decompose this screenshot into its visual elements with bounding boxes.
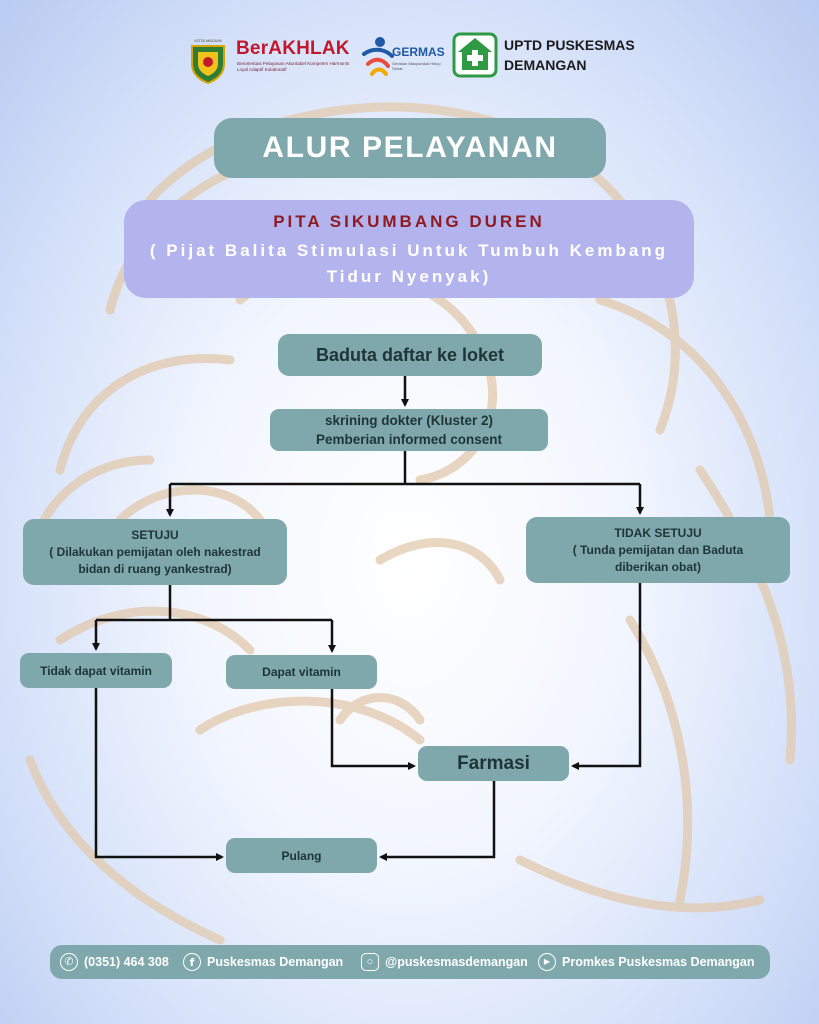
node-tidak-line2: ( Tunda pemijatan dan Baduta (572, 542, 744, 557)
phone-icon: ✆ (60, 953, 78, 971)
footer-phone-text: (0351) 464 308 (84, 955, 169, 969)
node-pulang: Pulang (226, 838, 377, 873)
instagram-icon: ○ (361, 953, 379, 971)
puskesmas-name: UPTD PUSKESMAS DEMANGAN (504, 35, 635, 75)
shield-emblem-icon (191, 45, 225, 85)
footer-phone: ✆ (0351) 464 308 (60, 945, 169, 979)
kota-caption: KOTA MADIUN (194, 38, 222, 43)
berakhlak-logo: BerAKHLAK (236, 38, 350, 59)
program-expansion: ( Pijat Balita Stimulasi Untuk Tumbuh Ke… (149, 241, 669, 286)
node-setuju-line3: bidan di ruang yankestrad) (78, 561, 232, 576)
node-skrining-dokter: skrining dokter (Kluster 2) Pemberian in… (270, 409, 548, 451)
germas-tagline: Gerakan Masyarakat Hidup Sehat (392, 61, 441, 71)
node-farmasi-label: Farmasi (457, 752, 530, 774)
puskesmas-name-line1: UPTD PUSKESMAS (504, 37, 635, 53)
node-tidak-line1: TIDAK SETUJU (614, 525, 702, 540)
footer-youtube-text: Promkes Puskesmas Demangan (562, 955, 755, 969)
node-setuju-line1: SETUJU (131, 527, 179, 542)
contact-footer: ✆ (0351) 464 308 f Puskesmas Demangan ○ … (50, 945, 770, 979)
puskesmas-name-line2: DEMANGAN (504, 57, 587, 73)
node-baduta-daftar-label: Baduta daftar ke loket (315, 344, 505, 365)
node-tidak-setuju: TIDAK SETUJU ( Tunda pemijatan dan Badut… (526, 517, 790, 583)
germas-logo-icon (358, 34, 394, 78)
node-skrining-line2: Pemberian informed consent (315, 432, 503, 447)
footer-instagram-text: @puskesmasdemangan (385, 955, 528, 969)
program-subtitle: PITA SIKUMBANG DUREN ( Pijat Balita Stim… (124, 200, 694, 298)
arrow-dapat-vitamin-to-farmasi (330, 689, 416, 770)
node-tidak-dapat-vitamin-label: Tidak dapat vitamin (40, 663, 152, 678)
footer-facebook-text: Puskesmas Demangan (207, 955, 344, 969)
germas-logo-text: GERMAS (392, 45, 445, 59)
arrow-tidak-setuju-to-farmasi (571, 583, 642, 770)
node-farmasi: Farmasi (418, 746, 569, 781)
node-pulang-label: Pulang (281, 848, 322, 863)
node-dapat-vitamin-label: Dapat vitamin (262, 665, 341, 679)
facebook-icon: f (183, 953, 201, 971)
youtube-icon: ▶ (538, 953, 556, 971)
kota-madiun-emblem: KOTA MADIUN (188, 38, 228, 85)
node-tidak-line3: diberikan obat) (614, 559, 701, 574)
arrow-tidak-dapat-vitamin-to-pulang (94, 688, 224, 861)
puskesmas-logo-icon (452, 32, 498, 78)
footer-facebook: f Puskesmas Demangan (183, 945, 343, 979)
node-tidak-dapat-vitamin: Tidak dapat vitamin (20, 653, 172, 688)
footer-youtube: ▶ Promkes Puskesmas Demangan (538, 945, 754, 979)
program-name: PITA SIKUMBANG DUREN (273, 212, 545, 231)
arrow-farmasi-to-pulang (379, 781, 496, 861)
node-setuju-line2: ( Dilakukan pemijatan oleh nakestrad (49, 544, 261, 559)
node-skrining-line1: skrining dokter (Kluster 2) (324, 413, 494, 428)
node-dapat-vitamin: Dapat vitamin (226, 655, 377, 689)
footer-instagram: ○ @puskesmasdemangan (361, 945, 528, 979)
node-baduta-daftar: Baduta daftar ke loket (278, 334, 542, 376)
page-title: ALUR PELAYANAN (214, 118, 606, 178)
berakhlak-tagline: Berorientasi Pelayanan Akuntabel Kompete… (237, 61, 350, 72)
node-setuju: SETUJU ( Dilakukan pemijatan oleh nakest… (23, 519, 287, 585)
